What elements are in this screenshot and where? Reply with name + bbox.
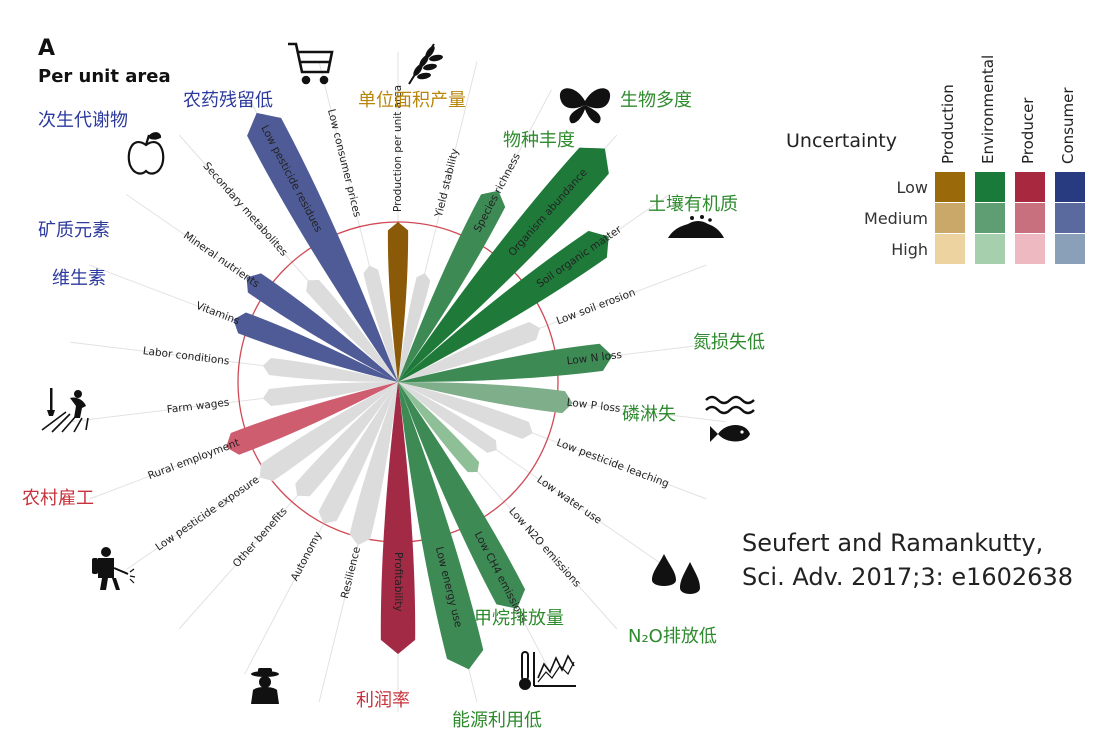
category-label: Low pesticide leaching — [555, 437, 671, 491]
category-label: Resilience — [339, 546, 363, 600]
petal-low-n2o-emissions — [398, 382, 480, 473]
petal-low-ch4-emissions — [398, 382, 526, 609]
category-label: Low pesticide exposure — [153, 474, 261, 554]
legend-swatch — [1015, 203, 1045, 233]
petal-low-n-loss — [398, 343, 613, 382]
annotation-label: 氮损失低 — [693, 332, 765, 353]
butterfly-icon — [559, 88, 611, 124]
annotation-label: 生物多度 — [620, 90, 692, 111]
annotation-label: 利润率 — [356, 690, 410, 711]
legend-swatch — [975, 203, 1005, 233]
petal-soil-organic-matter — [398, 230, 609, 382]
citation: Seufert and Ramankutty, Sci. Adv. 2017;3… — [742, 526, 1073, 594]
drops-icon — [652, 554, 700, 594]
petal-low-energy-use — [398, 382, 484, 670]
category-label: Low consumer prices — [325, 108, 363, 219]
legend-column-header: Producer — [1019, 97, 1037, 164]
annotation-label: 甲烷排放量 — [474, 608, 564, 629]
petal-low-pesticide-residues — [247, 112, 398, 383]
category-label: Production per unit area — [392, 85, 404, 212]
petal-autonomy — [318, 382, 398, 524]
petal-rural-employment — [225, 382, 398, 455]
annotation-label: 矿质元素 — [38, 220, 110, 241]
legend-swatch — [975, 172, 1005, 202]
legend-column-header: Consumer — [1059, 87, 1077, 165]
petal-vitamins — [233, 312, 398, 382]
petal-low-pesticide-leaching — [398, 382, 533, 439]
petal-low-soil-erosion — [398, 321, 541, 382]
petal-low-water-use — [398, 382, 497, 453]
legend-swatch — [1015, 234, 1045, 264]
annotation-label: 次生代谢物 — [38, 110, 128, 131]
panel-letter: A — [38, 36, 56, 61]
sprayer-icon — [92, 547, 136, 590]
category-label: Farm wages — [166, 397, 230, 416]
legend-swatch — [935, 172, 965, 202]
petal-low-consumer-prices — [363, 265, 398, 382]
wheat-icon — [408, 43, 443, 85]
category-label: Rural employment — [146, 437, 241, 483]
annotation-label: 农药残留低 — [183, 90, 273, 111]
annotation-label: 物种丰度 — [503, 130, 575, 151]
legend-level-label: Medium — [864, 209, 928, 228]
category-label: Mineral nutrients — [181, 230, 261, 291]
panel-subtitle: Per unit area — [38, 66, 171, 87]
legend-column-header: Environmental — [979, 54, 997, 164]
annotation-label: 农村雇工 — [22, 488, 94, 509]
category-label: Low soil erosion — [555, 286, 637, 327]
thermometer-graph-icon — [519, 651, 576, 690]
category-label: Vitamins — [194, 300, 241, 327]
legend-swatch — [975, 234, 1005, 264]
shopping-cart-icon — [288, 42, 334, 85]
apple-icon — [127, 132, 165, 175]
water-fish-icon — [705, 395, 755, 442]
petal-organism-abundance — [398, 147, 609, 382]
petal-low-pesticide-exposure — [259, 382, 398, 482]
annotation-label: N₂O排放低 — [628, 626, 717, 647]
legend-swatch — [935, 203, 965, 233]
legend-level-label: Low — [896, 178, 928, 197]
petal-labor-conditions — [262, 357, 398, 382]
legend-swatch — [1055, 172, 1085, 202]
annotation-label: 单位面积产量 — [358, 90, 466, 111]
category-label: Profitability — [392, 552, 404, 612]
legend-swatch — [1015, 172, 1045, 202]
category-label: Low P loss — [566, 397, 621, 415]
petal-mineral-nutrients — [246, 273, 398, 382]
petal-yield-stability — [398, 273, 431, 382]
annotation-label: 能源利用低 — [452, 710, 542, 731]
petal-secondary-metabolites — [306, 279, 398, 382]
petal-other-benefits — [295, 382, 398, 497]
category-label: Other benefits — [231, 505, 290, 570]
petal-profitability — [380, 382, 416, 654]
petal-resilience — [349, 382, 398, 546]
legend-level-label: High — [891, 240, 928, 259]
farmer-spade-icon — [41, 388, 89, 433]
legend-swatch — [1055, 203, 1085, 233]
petal-low-p-loss — [398, 382, 573, 414]
farmer-hat-icon — [251, 668, 279, 704]
category-label: Labor conditions — [142, 345, 230, 367]
petal-species-richness — [398, 190, 506, 382]
category-label: Yield stability — [433, 147, 462, 219]
legend-title: Uncertainty — [786, 130, 898, 152]
category-label: Autonomy — [289, 530, 325, 583]
annotation-label: 土壤有机质 — [648, 194, 738, 215]
annotation-label: 维生素 — [52, 268, 106, 289]
category-label: Low water use — [534, 474, 603, 527]
petal-farm-wages — [262, 382, 398, 407]
soil-icon — [668, 215, 724, 238]
citation-line-1: Seufert and Ramankutty, — [742, 529, 1044, 557]
legend-swatch — [935, 234, 965, 264]
legend-swatch — [1055, 234, 1085, 264]
legend-column-header: Production — [939, 84, 957, 164]
petal-production-per-unit-area — [387, 222, 409, 382]
annotation-label: 磷淋失 — [622, 404, 676, 425]
citation-line-2: Sci. Adv. 2017;3: e1602638 — [742, 563, 1073, 591]
